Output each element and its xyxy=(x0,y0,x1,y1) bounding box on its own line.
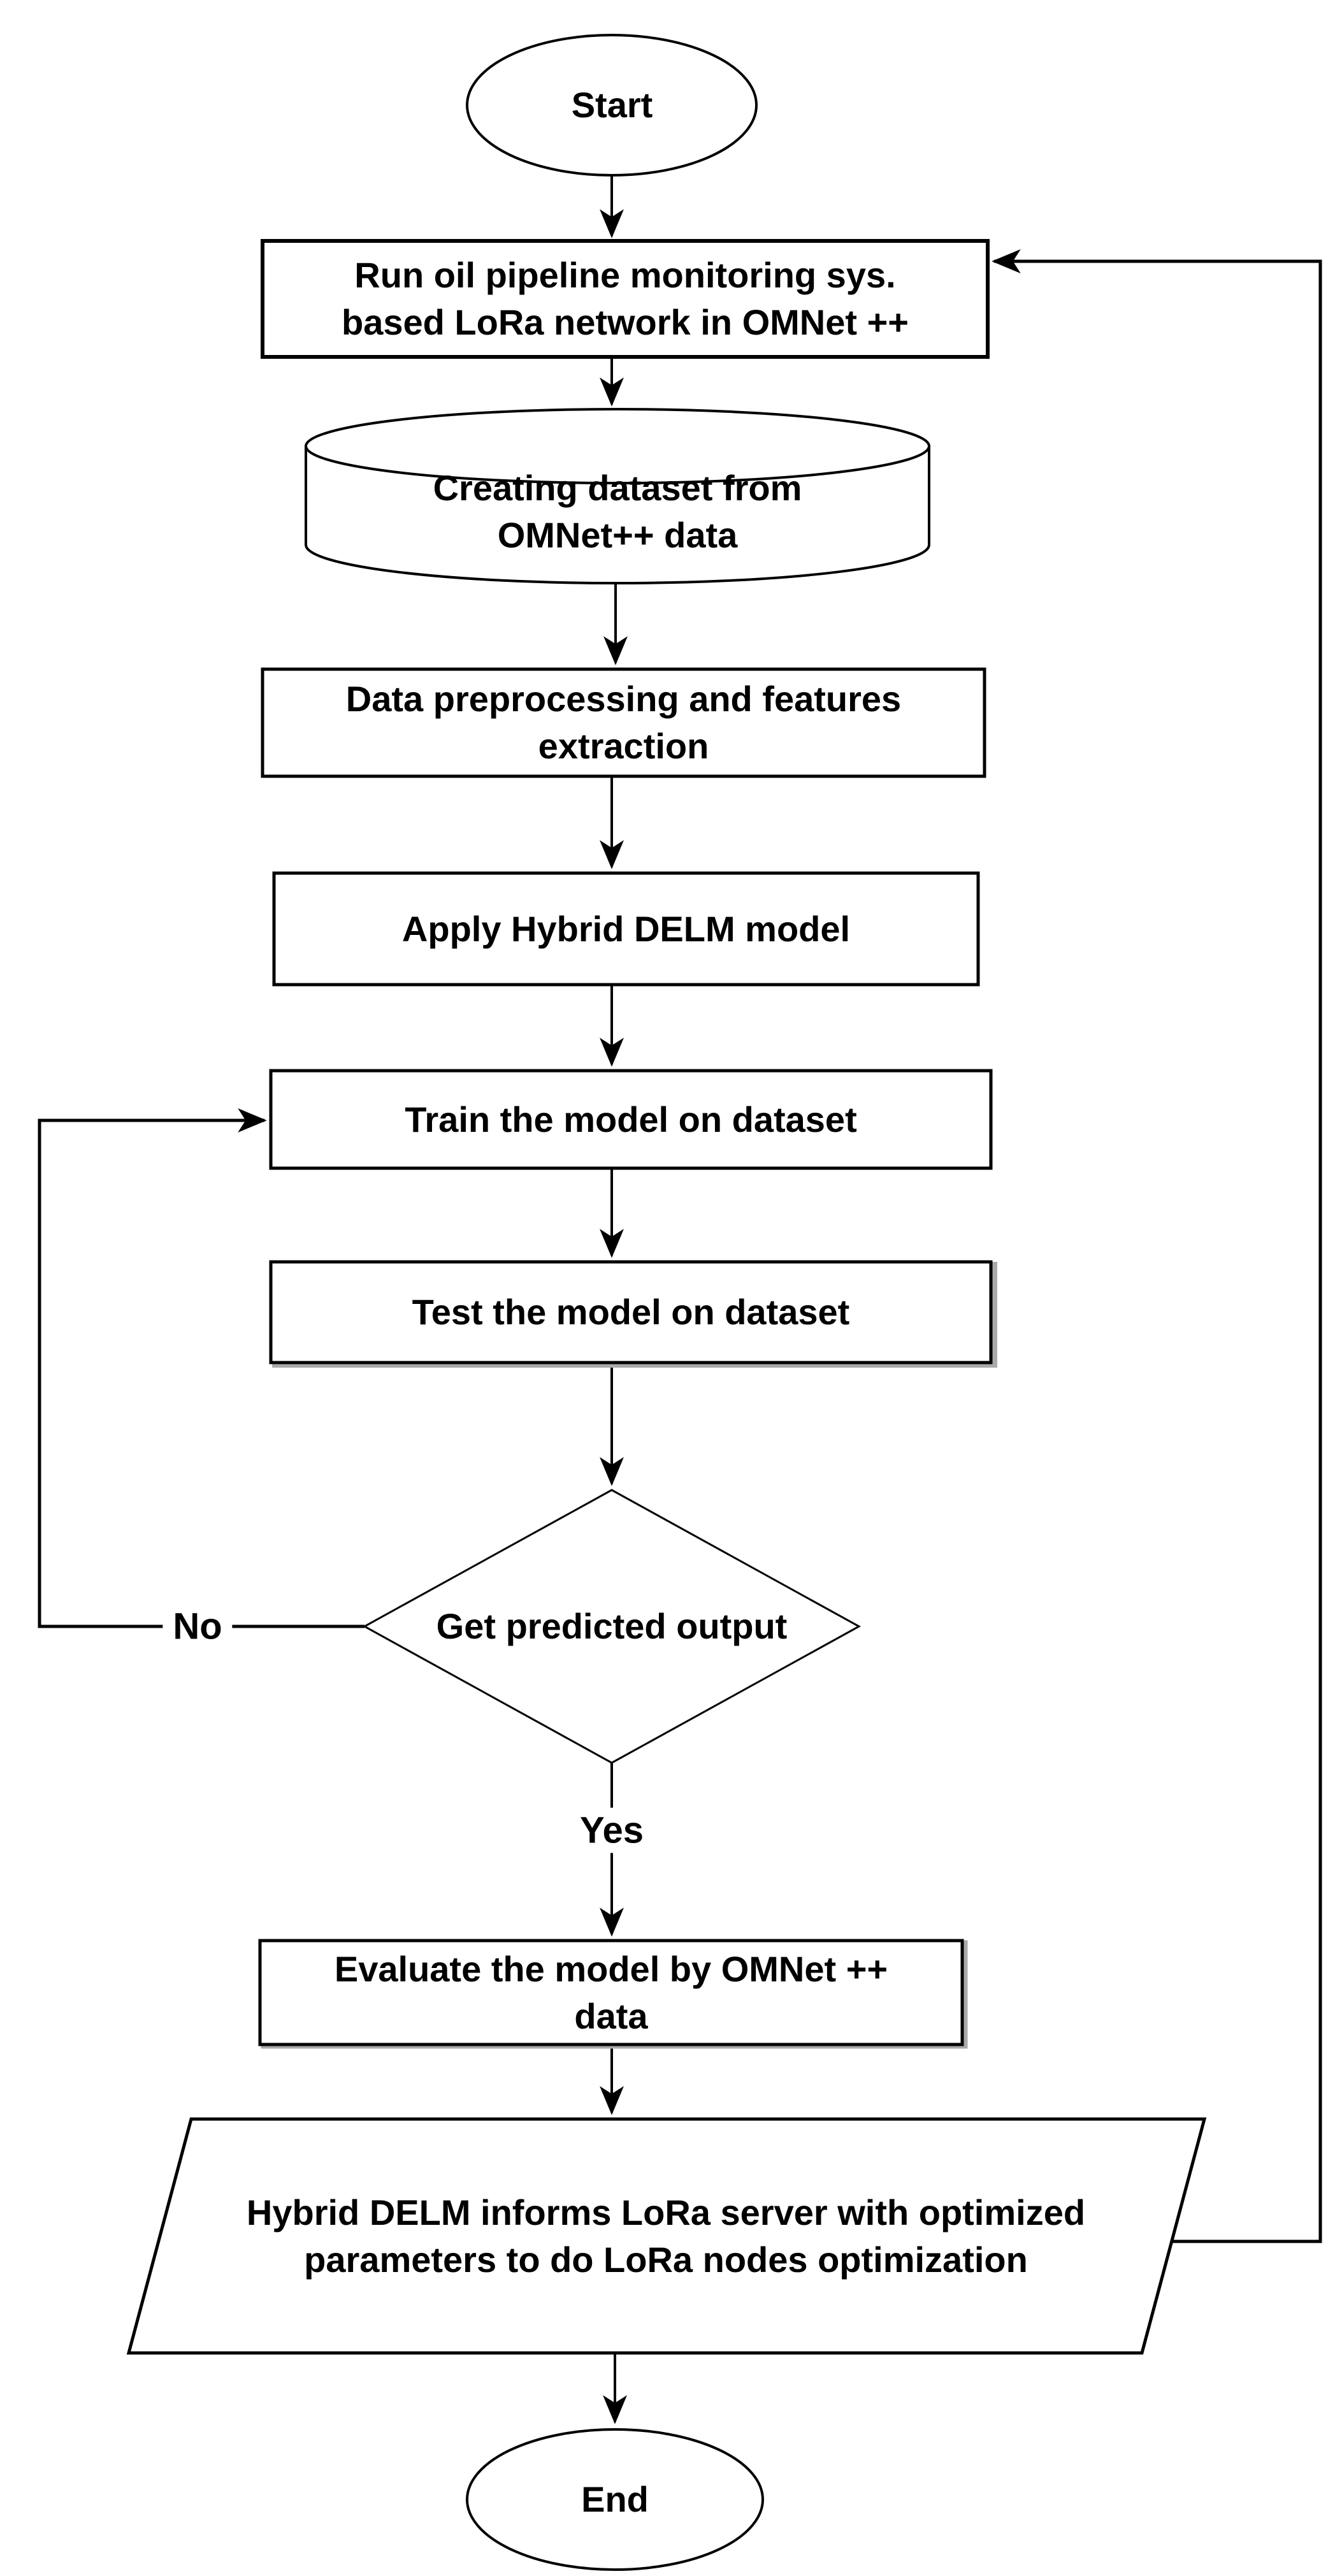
start-terminator-shape xyxy=(466,34,758,177)
preprocess-process-shape xyxy=(261,667,986,778)
evaluate-process-shape xyxy=(258,1939,964,2046)
decision-diamond-shape xyxy=(362,1489,862,1764)
apply-model-process-shape xyxy=(272,871,980,987)
train-process-shape xyxy=(269,1069,993,1170)
inform-parallelogram-shape xyxy=(126,2117,1207,2355)
edge-decision-no-to-train xyxy=(38,1108,364,1628)
dataset-cylinder-top-shape xyxy=(305,408,930,484)
dataset-cylinder-body-shape xyxy=(305,445,930,584)
run-sim-process-shape xyxy=(261,239,990,359)
end-terminator-shape xyxy=(466,2428,764,2571)
edge-inform-feedback-to-run xyxy=(992,249,1322,2243)
test-process-shape xyxy=(269,1260,993,1364)
